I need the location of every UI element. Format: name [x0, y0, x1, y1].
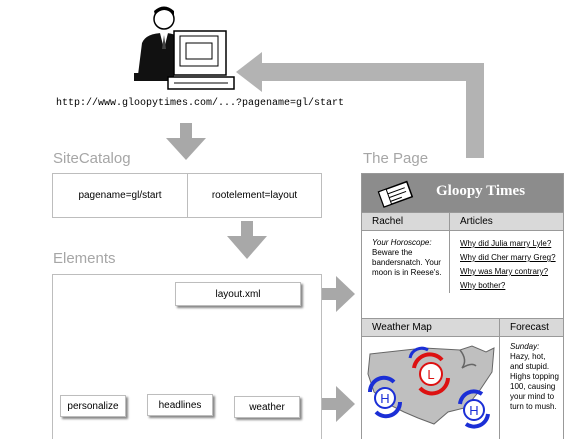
down-arrow-2	[227, 236, 267, 259]
article-link[interactable]: Why bother?	[460, 281, 506, 290]
page-mockup: Gloopy Times Rachel Your Horoscope: Bewa…	[361, 173, 564, 439]
down-arrow-1	[166, 138, 206, 160]
map-marker-label: H	[380, 391, 389, 406]
personalize-element: personalize	[60, 395, 126, 417]
forecast-body: Hazy, hot, and stupid. Highs topping 100…	[510, 352, 559, 411]
article-link[interactable]: Why was Mary contrary?	[460, 267, 549, 276]
sitecatalog-box: pagename=gl/start rootelement=layout	[52, 173, 322, 218]
high-pressure-marker: H	[408, 346, 429, 359]
weather-map-heading: Weather Map	[362, 319, 499, 337]
map-marker-label: H	[469, 403, 478, 418]
request-url: http://www.gloopytimes.com/...?pagename=…	[56, 98, 345, 109]
article-link[interactable]: Why did Cher marry Greg?	[460, 253, 556, 262]
weather-element: weather	[234, 396, 300, 418]
user-at-computer-icon	[134, 6, 235, 90]
weather-map-icon: H L H H	[367, 345, 495, 429]
low-pressure-marker: L	[412, 352, 450, 396]
forecast-heading: Forecast	[500, 319, 563, 337]
page-top-row: Rachel Your Horoscope: Beware the bander…	[362, 212, 563, 293]
return-arrow-head	[236, 52, 262, 92]
headlines-element: headlines	[147, 394, 213, 416]
page-bottom-row: Weather Map H L	[362, 318, 563, 439]
horoscope-label: Your Horoscope:	[372, 238, 432, 247]
map-marker-label: L	[427, 367, 434, 382]
sitecatalog-title: SiteCatalog	[53, 150, 131, 167]
forecast-panel: Forecast Sunday: Hazy, hot, and stupid. …	[500, 319, 563, 439]
articles-panel: Articles Why did Julia marry Lyle? Why d…	[450, 213, 563, 293]
weather-map-panel: Weather Map H L	[362, 319, 500, 439]
high-pressure-marker: H	[458, 389, 490, 429]
high-pressure-marker: H	[367, 375, 403, 419]
rachel-panel: Rachel Your Horoscope: Beware the bander…	[362, 213, 450, 293]
horoscope: Your Horoscope: Beware the bandersnatch.…	[362, 231, 449, 278]
page-masthead: Gloopy Times	[436, 183, 526, 199]
elements-title: Elements	[53, 250, 116, 267]
right-arrow-2	[336, 386, 355, 422]
the-page-title: The Page	[363, 150, 429, 167]
page-header: Gloopy Times	[362, 174, 563, 212]
rootelement-cell: rootelement=layout	[211, 190, 298, 201]
forecast-text: Sunday: Hazy, hot, and stupid. Highs top…	[500, 337, 563, 412]
rachel-heading: Rachel	[362, 213, 449, 231]
articles-heading: Articles	[450, 213, 563, 231]
articles-list: Why did Julia marry Lyle? Why did Cher m…	[450, 231, 563, 293]
horoscope-text: Beware the bandersnatch. Your moon is in…	[372, 248, 442, 277]
right-arrow-1	[336, 276, 355, 312]
return-arrow	[260, 63, 484, 158]
forecast-day: Sunday:	[510, 342, 540, 351]
newspaper-logo-icon	[377, 180, 414, 208]
layout-element: layout.xml	[175, 282, 301, 306]
article-link[interactable]: Why did Julia marry Lyle?	[460, 239, 552, 248]
pagename-cell: pagename=gl/start	[53, 174, 188, 217]
